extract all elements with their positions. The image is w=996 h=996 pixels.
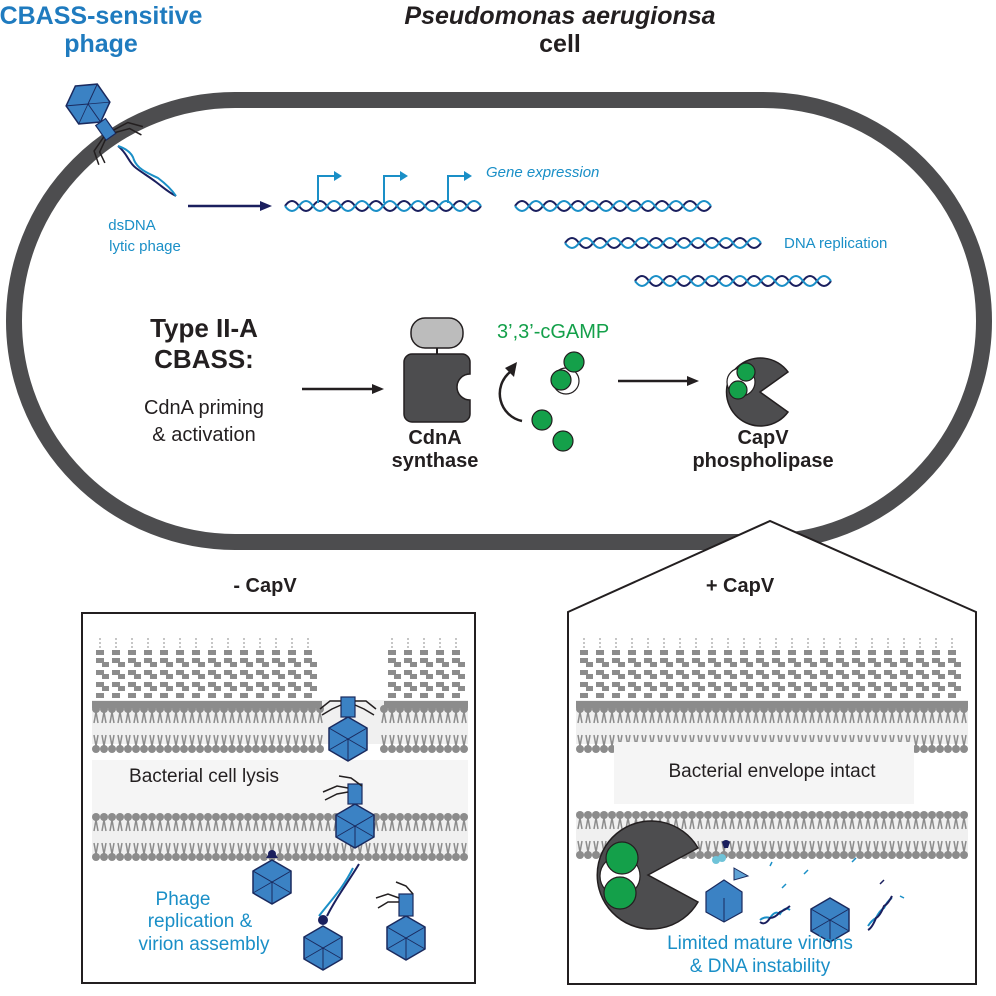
membrane-icon — [92, 760, 468, 822]
plus-capv-blue-line2: & DNA instability — [690, 956, 831, 977]
capv-label-line1: CapV — [737, 427, 789, 449]
capv-phospholipase-icon — [596, 820, 700, 930]
minus-capv-text: Bacterial cell lysis — [129, 766, 279, 787]
cbass-sub-line2: & activation — [152, 424, 255, 446]
phage-icon — [319, 696, 377, 762]
cdna-label-line2: synthase — [392, 450, 479, 472]
membrane-icon — [575, 637, 969, 754]
plus-capv-text: Bacterial envelope intact — [668, 761, 876, 782]
dna-helix-icon — [284, 171, 482, 212]
phage-icon — [375, 881, 426, 961]
cdna-synthase-icon — [403, 317, 471, 423]
dna-helix-icon — [514, 200, 712, 212]
membrane-icon — [91, 812, 469, 862]
cdna-label-line1: CdnA — [408, 427, 461, 449]
dsdna-label-line1: dsDNA — [108, 217, 156, 234]
gene-expression-label: Gene expression — [486, 164, 599, 181]
cell-title-line1: Pseudomonas aerugionsa — [404, 2, 715, 30]
cbass-title-line1: Type II-A — [150, 313, 258, 343]
dna-helix-icon — [564, 237, 762, 249]
phage-icon — [59, 74, 144, 166]
cell-title-line2: cell — [539, 30, 581, 58]
arrow-icon — [498, 362, 523, 423]
arrow-icon — [302, 384, 384, 394]
minus-capv-blue-line3: virion assembly — [139, 934, 270, 955]
phage-title-line1: CBASS-sensitive — [0, 2, 203, 30]
plus-capv-blue-line1: Limited mature virions — [667, 933, 853, 954]
minus-capv-blue-line2: replication & — [148, 911, 253, 932]
dna-replication-label: DNA replication — [784, 235, 887, 252]
phage-icon — [322, 775, 375, 849]
plus-capv-title: + CapV — [706, 575, 775, 597]
arrow-icon — [188, 201, 272, 211]
minus-capv-blue-line1: Phage — [156, 889, 211, 910]
cbass-title-line2: CBASS: — [154, 344, 254, 374]
phage-icon — [705, 840, 750, 923]
membrane-icon — [614, 742, 914, 804]
phage-icon — [303, 863, 360, 971]
capv-phospholipase-icon — [725, 357, 790, 427]
cbass-sub-line1: CdnA priming — [144, 397, 264, 419]
phage-icon — [252, 850, 292, 905]
cell-envelope — [6, 92, 992, 550]
arrow-icon — [618, 376, 699, 386]
dna-helix-icon — [634, 275, 832, 287]
dsdna-label-line2: lytic phage — [109, 238, 181, 255]
minus-capv-title: - CapV — [233, 575, 297, 597]
dna-helix-icon — [117, 145, 177, 197]
cgamp-molecule-icon — [531, 351, 585, 452]
cgamp-label: 3’,3’-cGAMP — [497, 321, 609, 343]
capv-label-line2: phospholipase — [692, 450, 833, 472]
dna-helix-icon — [759, 857, 905, 931]
membrane-icon — [91, 637, 469, 754]
phage-title-line2: phage — [64, 30, 138, 58]
